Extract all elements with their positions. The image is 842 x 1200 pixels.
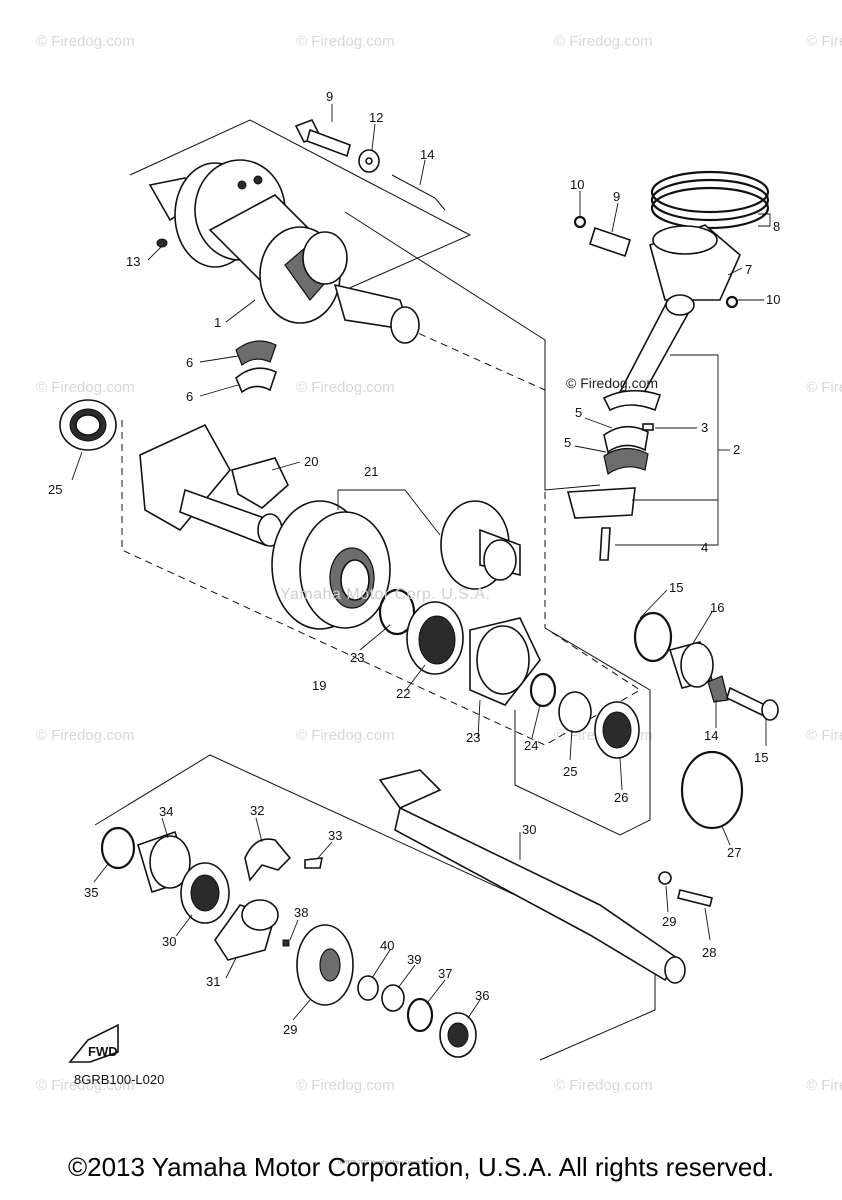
callout-41: 37 [438, 966, 452, 981]
center-watermark: Yamaha Motor Corp. U.S.A. [280, 586, 491, 603]
crankshaft [148, 159, 420, 344]
callout-28: 27 [727, 845, 741, 860]
callout-10: 10 [766, 292, 780, 307]
watermark-grid: © Firedog.com © Firedog.com © Firedog.co… [36, 33, 842, 1094]
callout-13: 13 [126, 254, 140, 269]
callout-7: 7 [745, 262, 752, 277]
watermark: © Firedog.com [296, 1077, 395, 1094]
callout-36: 32 [250, 803, 264, 818]
callout-33: 29 [283, 1022, 297, 1037]
watermark: © Firedog.com [554, 33, 653, 50]
callout-19: 19 [312, 678, 326, 693]
callout-35: 31 [206, 974, 220, 989]
callout-1: 1 [214, 315, 221, 330]
callout-12: 12 [369, 110, 383, 125]
mid-copyright: © Firedog.com [566, 375, 659, 391]
watermark: © Firedog.com [806, 727, 842, 744]
callout-2: 2 [733, 442, 740, 457]
callout-9: 9 [613, 189, 620, 204]
callout-11: 9 [326, 89, 333, 104]
callout-10: 10 [570, 177, 584, 192]
callout-15: 15 [754, 750, 768, 765]
callout-5: 5 [575, 405, 582, 420]
watermark: © Firedog.com [806, 379, 842, 396]
callout-43: 39 [407, 952, 421, 967]
callout-40: 36 [475, 988, 489, 1003]
callout-30: 28 [702, 945, 716, 960]
callout-37: 33 [328, 828, 342, 843]
fine-print: (c) 2000-2015 Yamaha Motor Corporation, … [338, 1160, 448, 1166]
callout-6: 6 [186, 355, 193, 370]
watermark: © Firedog.com [806, 33, 842, 50]
callout-38: 34 [159, 804, 173, 819]
callout-14: 14 [420, 147, 434, 162]
callout-25: 25 [563, 764, 577, 779]
piston-assembly [566, 170, 770, 561]
watermark: © Firedog.com [36, 727, 135, 744]
callouts: 9 12 14 13 1 6 6 10 9 9 8 7 10 2 3 4 5 5 [48, 89, 780, 1037]
callout-32: 30 [522, 822, 536, 837]
callout-29: 25 [48, 482, 62, 497]
callout-44: 40 [380, 938, 394, 953]
callout-21: 21 [364, 464, 378, 479]
callout-34: 30 [162, 934, 176, 949]
watermark: © Firedog.com [36, 33, 135, 50]
fwd-label: FWD [88, 1044, 118, 1059]
callout-5: 5 [564, 435, 571, 450]
callout-27: 23 [350, 650, 364, 665]
callout-17: 16 [710, 600, 724, 615]
watermark: © Firedog.com [36, 1077, 135, 1094]
callout-26: 26 [614, 790, 628, 805]
callout-24: 24 [524, 738, 538, 753]
watermark: © Firedog.com [554, 1077, 653, 1094]
callout-42: 38 [294, 905, 308, 920]
watermark: © Firedog.com [806, 1077, 842, 1094]
balancer-shaft [59, 399, 289, 547]
lower-parts [100, 826, 477, 1058]
output-shaft-32 [378, 769, 713, 984]
diagram-code: 8GRB100-L020 [74, 1072, 165, 1087]
callout-23: 23 [466, 730, 480, 745]
watermark: © Firedog.com [36, 379, 135, 396]
callout-20: 20 [304, 454, 318, 469]
bearing-shells-6 [235, 340, 277, 394]
callout-22: 22 [396, 686, 410, 701]
right-bearing-parts [633, 611, 779, 721]
callout-31: 29 [662, 914, 676, 929]
assembly-frames [94, 119, 656, 1061]
watermark: © Firedog.com [296, 727, 395, 744]
callout-39: 35 [84, 885, 98, 900]
callout-3: 3 [701, 420, 708, 435]
callout-18: 15 [669, 580, 683, 595]
gears-21 [271, 500, 521, 630]
fwd-arrow-icon: FWD [68, 1023, 119, 1063]
watermark: © Firedog.com [296, 33, 395, 50]
callout-4: 4 [701, 540, 708, 555]
top-fasteners [156, 118, 446, 248]
copyright-footer: ©2013 Yamaha Motor Corporation, U.S.A. A… [67, 1152, 775, 1182]
bearings-22-27 [378, 588, 744, 830]
callout-6: 6 [186, 389, 193, 404]
callout-16: 14 [704, 728, 718, 743]
watermark: © Firedog.com [296, 379, 395, 396]
callout-8: 8 [773, 219, 780, 234]
